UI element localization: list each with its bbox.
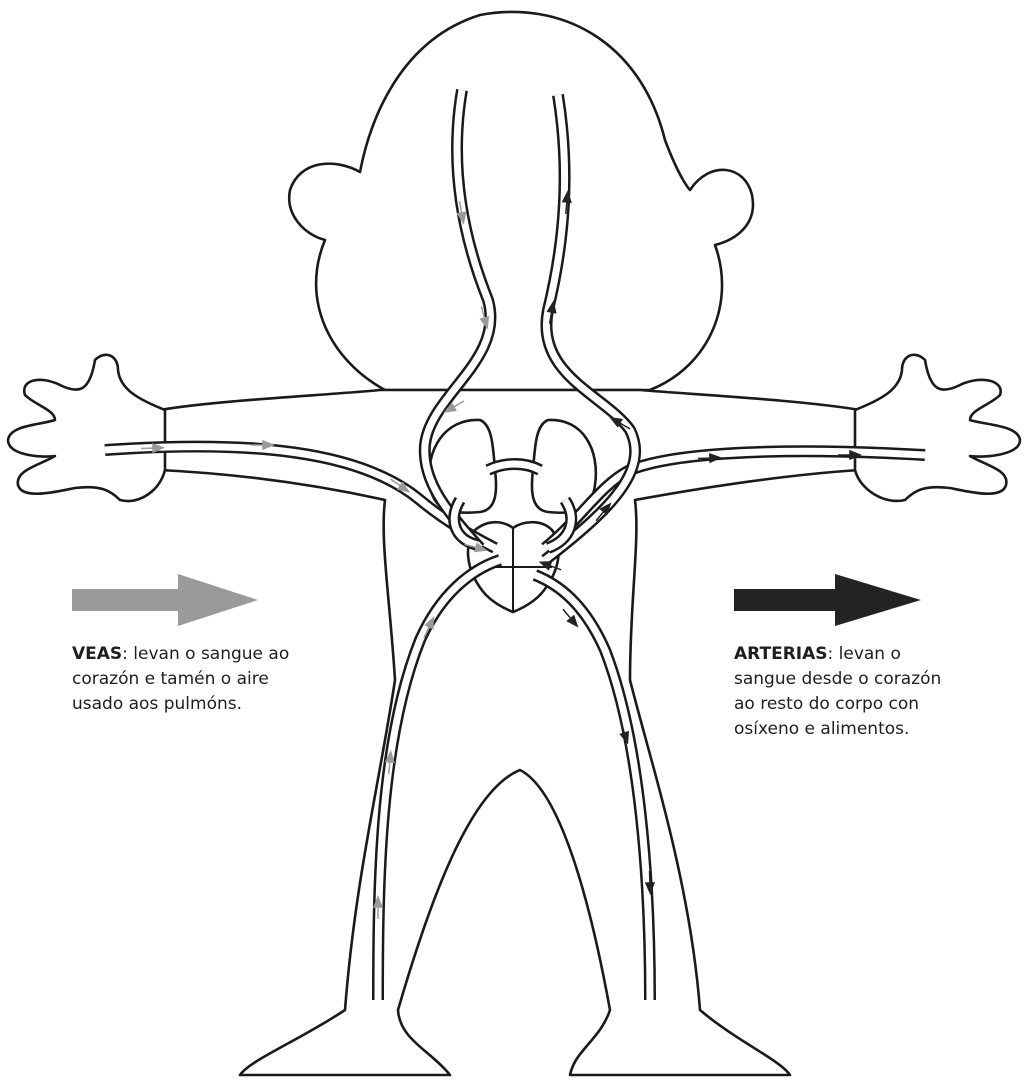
arteries-legend-term: ARTERIAS xyxy=(734,644,828,664)
right-arrow-icon xyxy=(734,574,921,626)
left-hand-outline xyxy=(8,355,165,501)
arteries-legend-line4: osíxeno e alimentos. xyxy=(734,719,909,739)
veins-legend-text: VEAS: levan o sangue ao corazón e tamén … xyxy=(72,642,332,717)
arteries-legend-line1: : levan o xyxy=(828,644,901,664)
right-hand-outline xyxy=(855,355,1020,501)
arteries-legend-line3: ao resto do corpo con xyxy=(734,694,919,714)
veins-legend-line3: usado aos pulmóns. xyxy=(72,694,242,714)
arteries-legend-text: ARTERIAS: levan o sangue desde o corazón… xyxy=(734,642,1004,742)
right-arrow-icon xyxy=(72,574,258,626)
head-outline xyxy=(289,12,753,390)
veins-legend-line2: corazón e tamén o aire xyxy=(72,669,269,689)
veins-legend-line1: : levan o sangue ao xyxy=(122,644,289,664)
arteries-legend-line2: sangue desde o corazón xyxy=(734,669,941,689)
veins-legend-term: VEAS xyxy=(72,644,122,664)
